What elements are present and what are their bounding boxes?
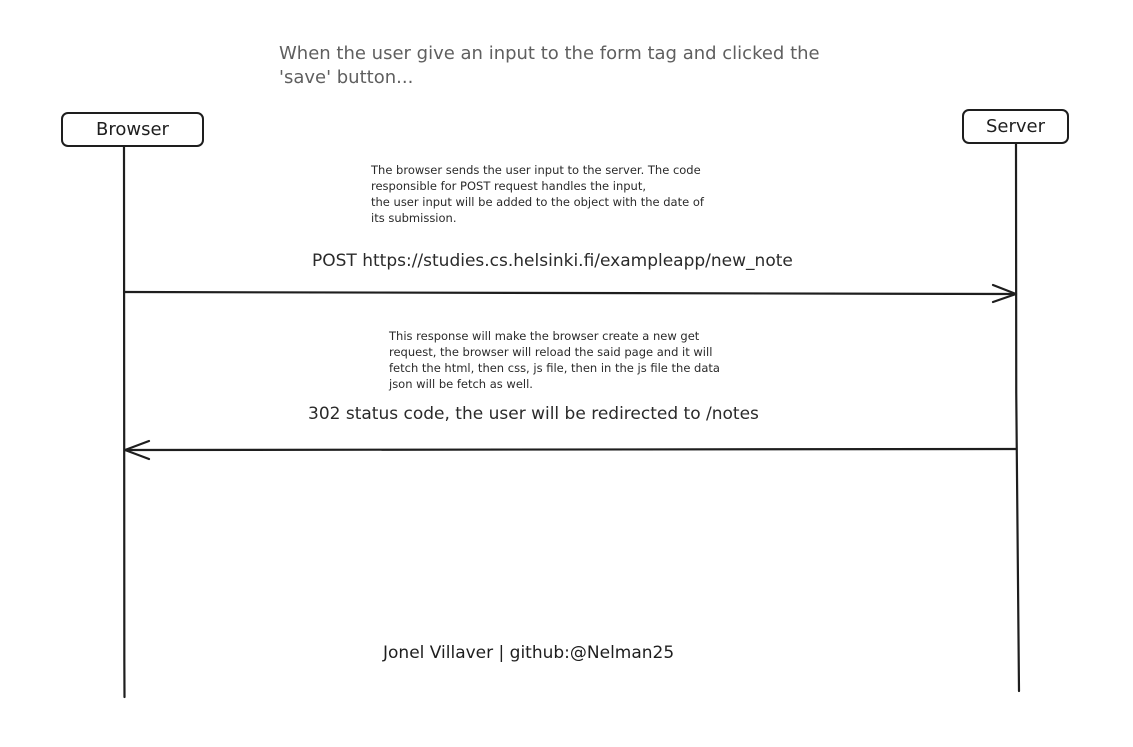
actor-browser: Browser [61, 112, 204, 147]
note-line: its submission. [371, 211, 457, 225]
response-note: This response will make the browser crea… [389, 328, 720, 392]
note-line: fetch the html, then css, js file, then … [389, 361, 720, 375]
response-arrowhead [123, 439, 151, 461]
note-line: responsible for POST request handles the… [371, 179, 646, 193]
author-credit: Jonel Villaver | github:@Nelman25 [383, 643, 675, 663]
note-line: json will be fetch as well. [389, 377, 533, 391]
request-message-label: POST https://studies.cs.helsinki.fi/exam… [312, 251, 793, 271]
request-note: The browser sends the user input to the … [371, 162, 704, 226]
response-message-label: 302 status code, the user will be redire… [308, 404, 759, 424]
note-line: request, the browser will reload the sai… [389, 345, 713, 359]
note-line: The browser sends the user input to the … [371, 163, 701, 177]
note-line: the user input will be added to the obje… [371, 195, 704, 209]
server-lifeline [1014, 142, 1021, 693]
heading-line-1: When the user give an input to the form … [279, 43, 820, 64]
request-arrow-line [122, 290, 1018, 296]
response-arrow-line [123, 447, 1018, 452]
diagram-heading: When the user give an input to the form … [279, 42, 919, 90]
actor-browser-label: Browser [96, 119, 169, 140]
request-arrowhead [991, 283, 1018, 304]
note-line: This response will make the browser crea… [389, 329, 700, 343]
heading-line-2: 'save' button... [279, 67, 414, 88]
actor-server: Server [962, 109, 1069, 144]
actor-server-label: Server [985, 116, 1046, 137]
browser-lifeline [122, 145, 126, 699]
